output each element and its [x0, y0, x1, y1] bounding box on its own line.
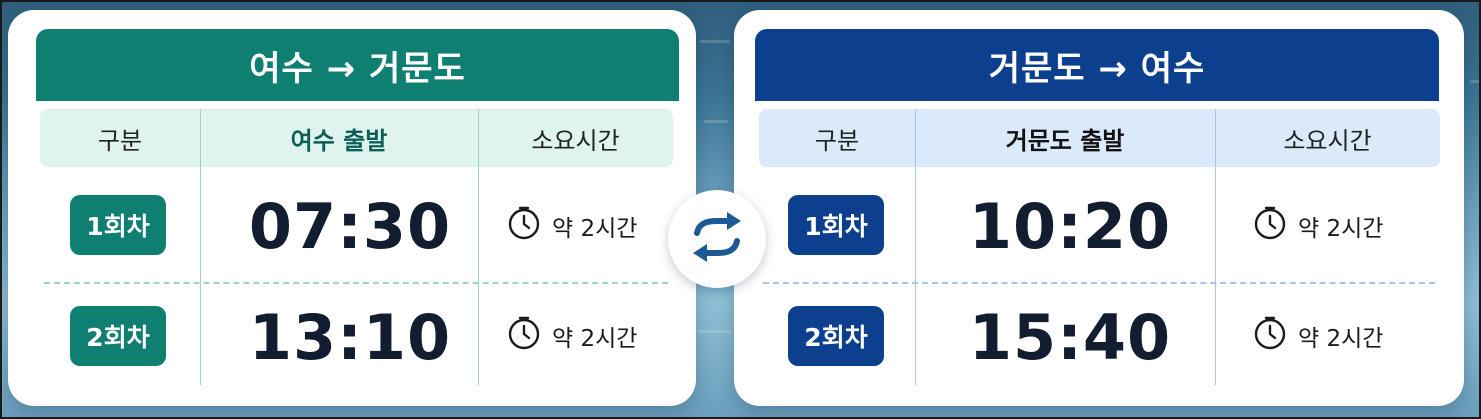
schedule-card-yeosu-to-geomundo: 여수 → 거문도 구분 여수 출발 소요시간 1회차 07:30 약 2시간 2… [8, 10, 696, 406]
header-duration: 소요시간 [531, 126, 620, 155]
sea-wave [698, 330, 732, 333]
round-badge: 1회차 [788, 195, 884, 255]
column-divider [200, 109, 201, 385]
clock-icon [1252, 315, 1288, 357]
sea-wave [1470, 80, 1480, 83]
duration-text: 약 2시간 [552, 216, 638, 242]
duration-text: 약 2시간 [1298, 216, 1384, 242]
round-badge: 1회차 [70, 195, 166, 255]
column-divider [478, 109, 479, 385]
duration-text: 약 2시간 [552, 326, 638, 352]
route-title: 여수 → 거문도 [249, 48, 466, 89]
swap-direction-button[interactable] [668, 190, 766, 288]
departure-time: 15:40 [968, 300, 1172, 374]
swap-arrows-icon [689, 209, 745, 269]
duration-text: 약 2시간 [1298, 326, 1384, 352]
departure-time: 13:10 [248, 300, 452, 374]
route-title: 거문도 → 여수 [988, 48, 1206, 89]
schedule-card-geomundo-to-yeosu: 거문도 → 여수 구분 거문도 출발 소요시간 1회차 10:20 약 2시간 … [734, 10, 1464, 406]
duration-cell: 약 2시간 [1252, 311, 1383, 361]
sea-wave [704, 120, 728, 123]
clock-icon [506, 315, 542, 357]
row-divider [763, 282, 1435, 284]
route-title-banner: 여수 → 거문도 [36, 29, 679, 101]
duration-cell: 약 2시간 [506, 201, 637, 251]
row-divider [44, 282, 668, 284]
table-header: 구분 여수 출발 소요시간 [40, 109, 673, 167]
clock-icon [506, 205, 542, 247]
clock-icon [1252, 205, 1288, 247]
duration-cell: 약 2시간 [506, 311, 637, 361]
header-duration: 소요시간 [1283, 126, 1372, 155]
duration-cell: 약 2시간 [1252, 201, 1383, 251]
sea-wave [700, 40, 730, 43]
header-division: 구분 [97, 126, 143, 155]
departure-time: 07:30 [248, 189, 452, 263]
table-header: 구분 거문도 출발 소요시간 [759, 109, 1440, 167]
column-divider [1215, 109, 1216, 385]
route-title-banner: 거문도 → 여수 [755, 29, 1439, 101]
round-badge: 2회차 [70, 306, 166, 366]
header-departure: 거문도 출발 [1005, 126, 1125, 155]
header-division: 구분 [814, 126, 860, 155]
header-departure: 여수 출발 [290, 126, 388, 155]
round-badge: 2회차 [788, 306, 884, 366]
departure-time: 10:20 [968, 189, 1172, 263]
column-divider [915, 109, 916, 385]
